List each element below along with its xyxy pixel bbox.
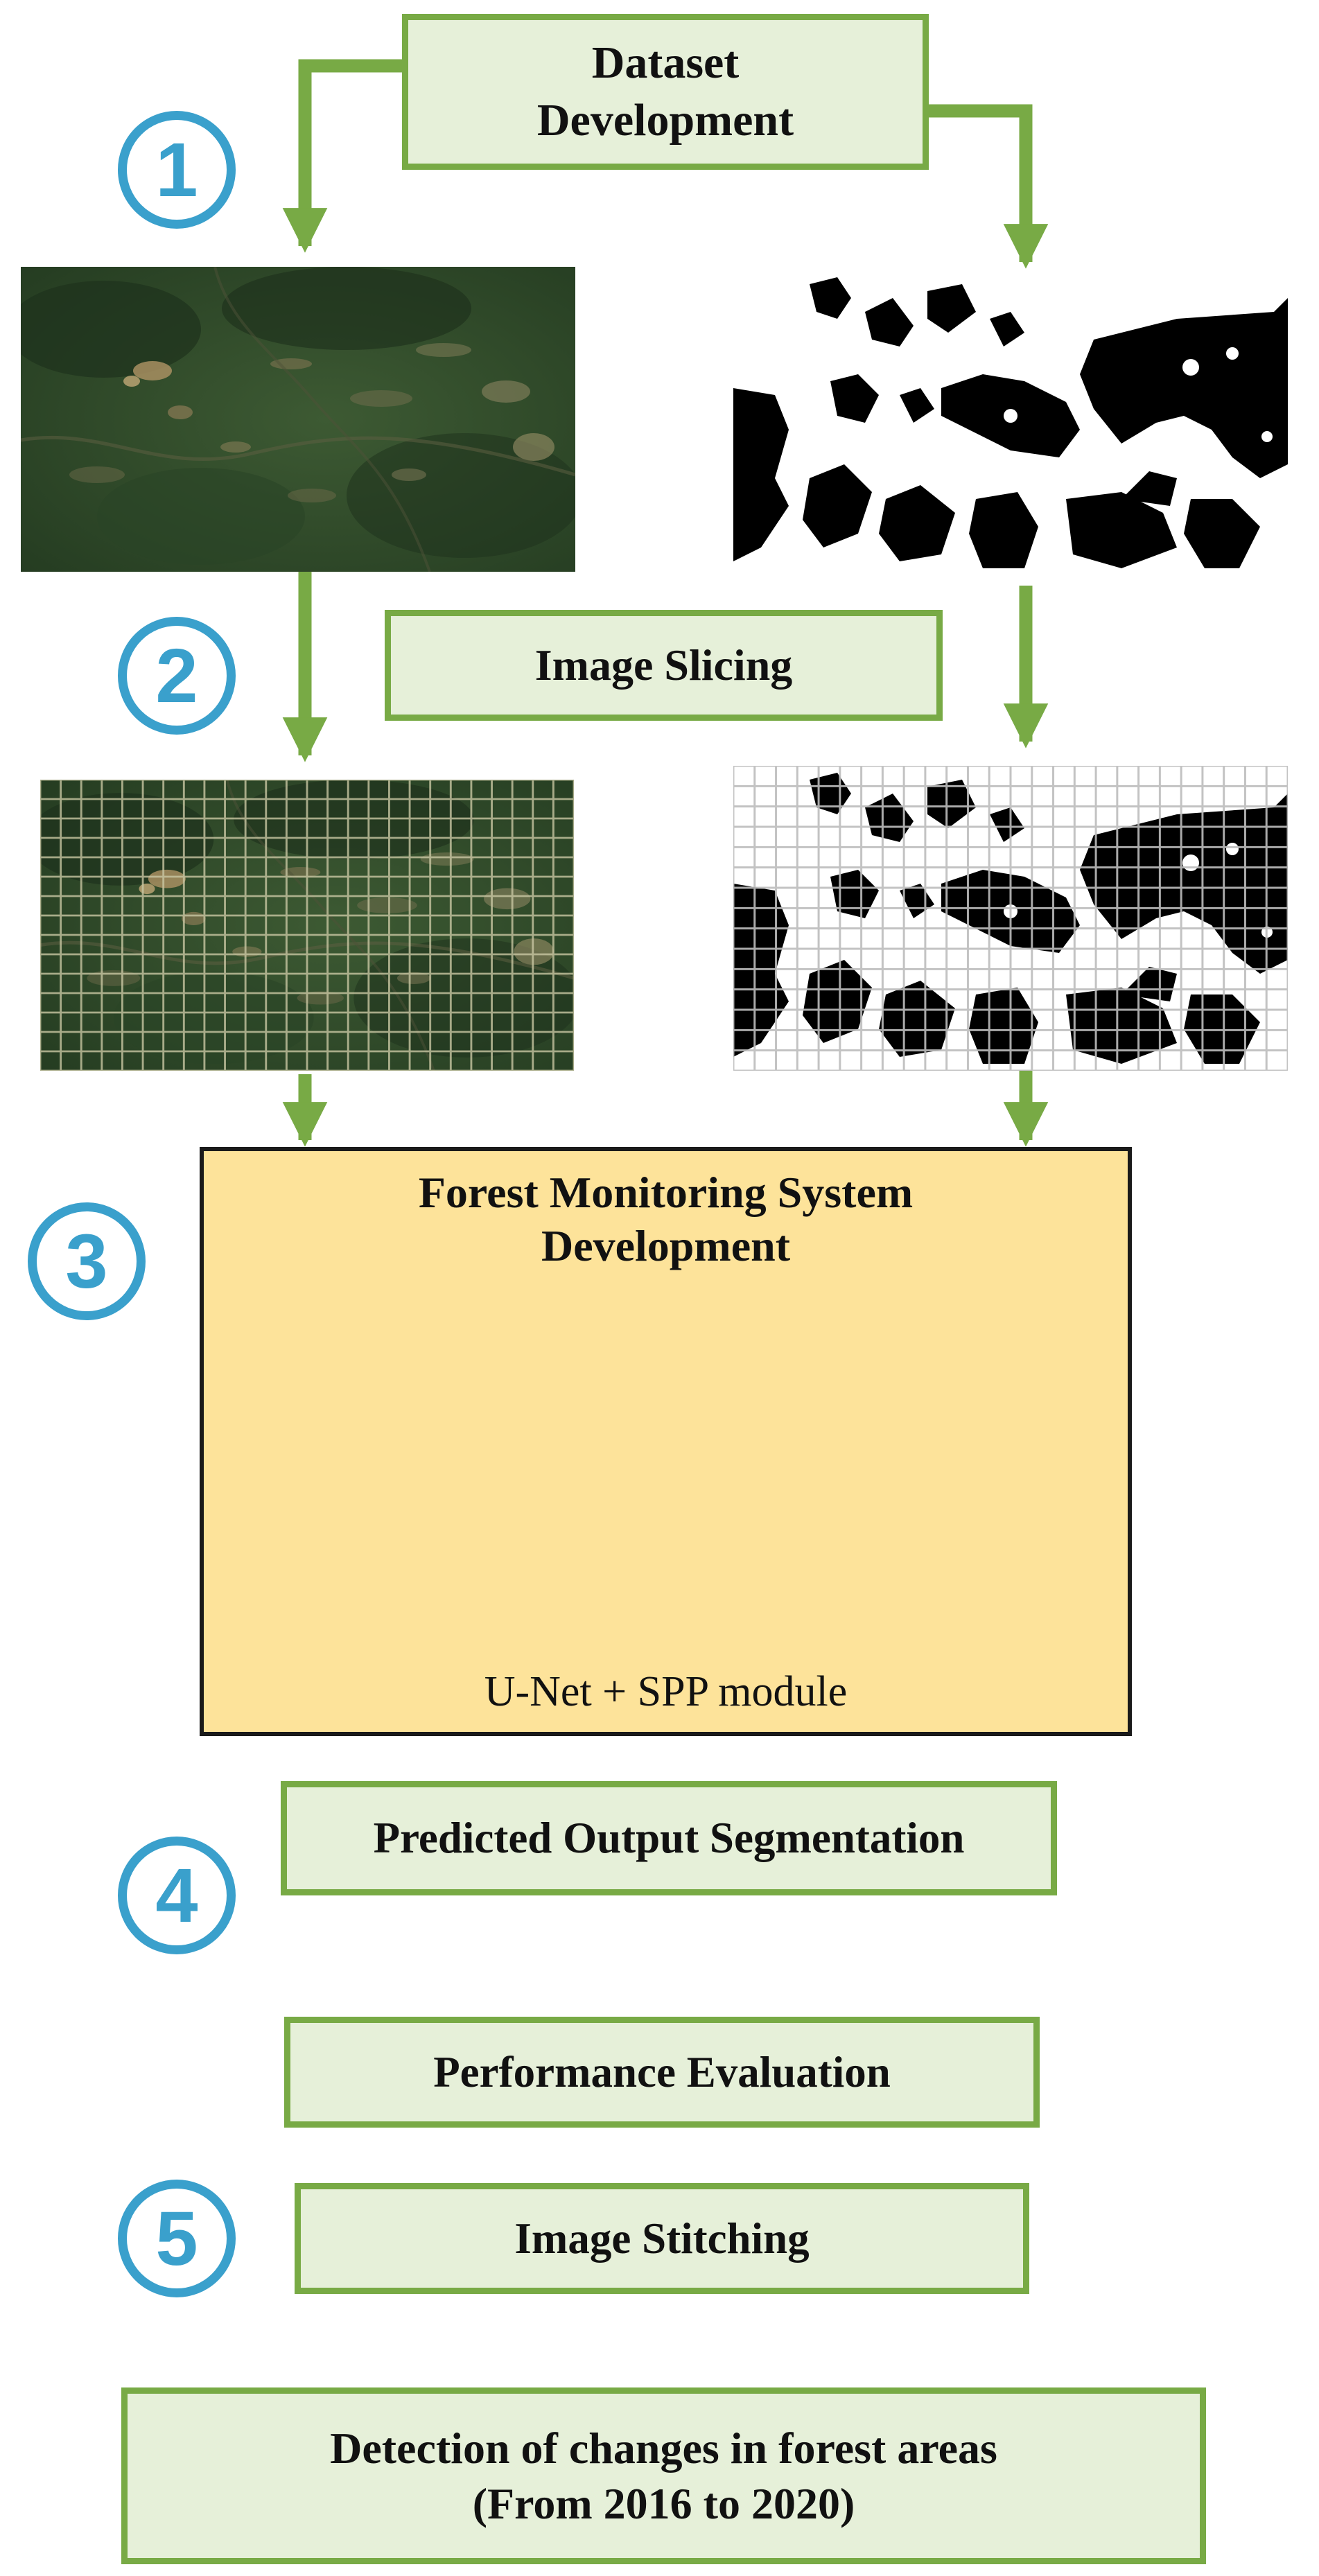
step-2-badge: 2 <box>118 617 236 735</box>
sliced-forest-mask <box>733 766 1288 1071</box>
step-5-badge: 5 <box>118 2180 236 2297</box>
forest-monitoring-system-box: Forest Monitoring System Development U-N… <box>200 1147 1132 1736</box>
step-4-badge: 4 <box>118 1837 236 1954</box>
box-title: Development <box>541 1220 791 1270</box>
box-label: Predicted Output Segmentation <box>373 1814 965 1862</box>
box-label: Detection of changes in forest areas <box>330 2423 997 2473</box>
satellite-image <box>7 267 582 572</box>
image-slicing-box: Image Slicing <box>385 610 943 721</box>
box-label: Image Stitching <box>514 2214 810 2263</box>
arrow-to-forest-mask <box>927 104 1049 269</box>
forest-mask <box>733 270 1288 575</box>
performance-evaluation-box: Performance Evaluation <box>284 2017 1040 2128</box>
detection-box: Detection of changes in forest areas (Fr… <box>121 2387 1206 2564</box>
sliced-satellite-image <box>40 780 574 1071</box>
connector-arrows <box>282 59 1049 1892</box>
arrow-to-satellite-image <box>282 59 408 253</box>
image-stitching-box: Image Stitching <box>295 2183 1029 2294</box>
box-label: (From 2016 to 2020) <box>472 2478 855 2528</box>
step-3-badge: 3 <box>28 1202 146 1320</box>
predicted-output-box: Predicted Output Segmentation <box>281 1781 1057 1895</box>
box-label: Development <box>536 94 794 146</box>
model-caption: U-Net + SPP module <box>484 1668 848 1715</box>
step-1-badge: 1 <box>118 111 236 229</box>
box-title: Forest Monitoring System <box>418 1168 914 1217</box>
dataset-development-box: Dataset Development <box>402 14 929 170</box>
box-label: Dataset <box>591 37 740 88</box>
box-label: Image Slicing <box>534 640 793 690</box>
box-label: Performance Evaluation <box>433 2047 891 2096</box>
